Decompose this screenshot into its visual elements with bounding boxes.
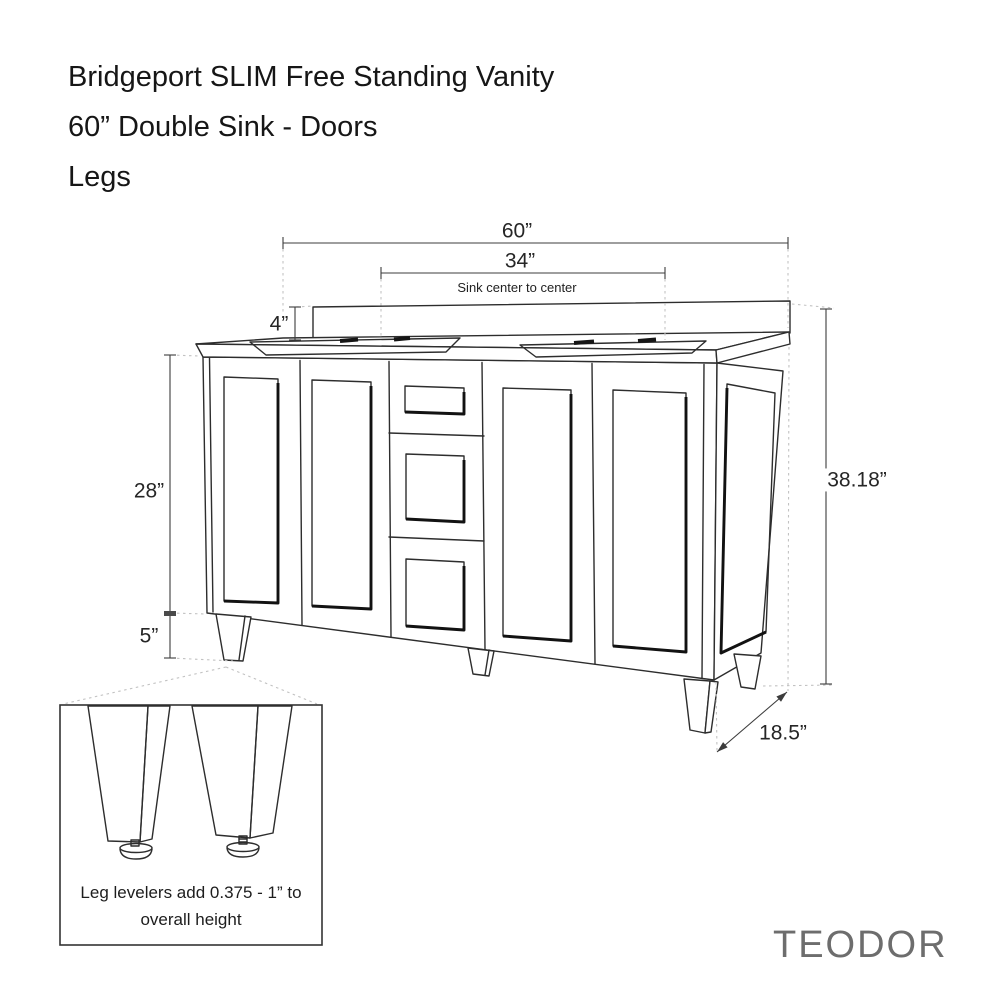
dim-sink-center-line (380, 267, 666, 279)
dim-overall-height-label: 38.18” (824, 468, 890, 492)
leg-front-left (215, 613, 252, 662)
dim-overall-width-line (282, 237, 789, 249)
cabinet-front (202, 356, 718, 681)
leg-leveler-right (226, 835, 260, 858)
sink-cutout-left (249, 337, 461, 356)
door-right-outer-panel (612, 389, 688, 654)
backsplash (312, 300, 791, 341)
leg-middle (467, 647, 495, 677)
leg-detail-inset (59, 666, 323, 946)
countertop (195, 331, 791, 364)
leg-leveler-left (119, 839, 153, 860)
dim-leg-height-label: 5” (136, 624, 162, 648)
dim-backsplash-height-line (289, 306, 301, 341)
dimension-lines (164, 237, 832, 753)
title-block: Bridgeport SLIM Free Standing Vanity 60”… (68, 52, 554, 202)
dim-backsplash-height-label: 4” (266, 312, 292, 336)
faucet-holes-right (573, 337, 657, 345)
faucet-holes-left (339, 336, 411, 343)
vanity-drawing (195, 300, 791, 734)
drawer-middle (405, 453, 466, 524)
sink-center-note: Sink center to center (457, 279, 577, 295)
inset-box (59, 704, 323, 946)
dim-cabinet-height-label: 28” (130, 479, 168, 503)
brand-logo: TEODOR (773, 924, 948, 966)
extension-lines (170, 249, 835, 753)
inset-caption-line2: overall height (140, 910, 242, 929)
dim-depth-line (716, 691, 788, 753)
inset-leg-right (191, 705, 293, 858)
product-title-line2: 60” Double Sink - Doors (68, 111, 378, 143)
door-left-inner-panel (311, 379, 373, 611)
dim-cabinet-height-line (164, 354, 176, 659)
drawer-stack (388, 385, 485, 632)
door-right-inner-panel (502, 387, 573, 643)
dim-overall-width-label: 60” (498, 219, 536, 243)
inset-leg-left (87, 705, 171, 860)
side-panel (713, 362, 784, 681)
drawer-top (404, 385, 466, 416)
door-left-outer-panel (223, 376, 280, 605)
dim-overall-height-line (820, 308, 832, 685)
product-title-line1: Bridgeport SLIM Free Standing Vanity (68, 61, 555, 93)
dim-depth-label: 18.5” (756, 721, 810, 745)
inset-caption-line1: Leg levelers add 0.375 - 1” to (80, 883, 302, 902)
dim-sink-center-label: 34” (501, 249, 539, 273)
inset-caption: Leg levelers add 0.375 - 1” to overall h… (63, 879, 319, 933)
leg-back-right (733, 653, 762, 690)
product-title-line3: Legs (68, 161, 131, 193)
drawer-bottom (405, 558, 466, 632)
leg-front-right (683, 678, 719, 734)
inset-connector-lines (62, 666, 318, 705)
